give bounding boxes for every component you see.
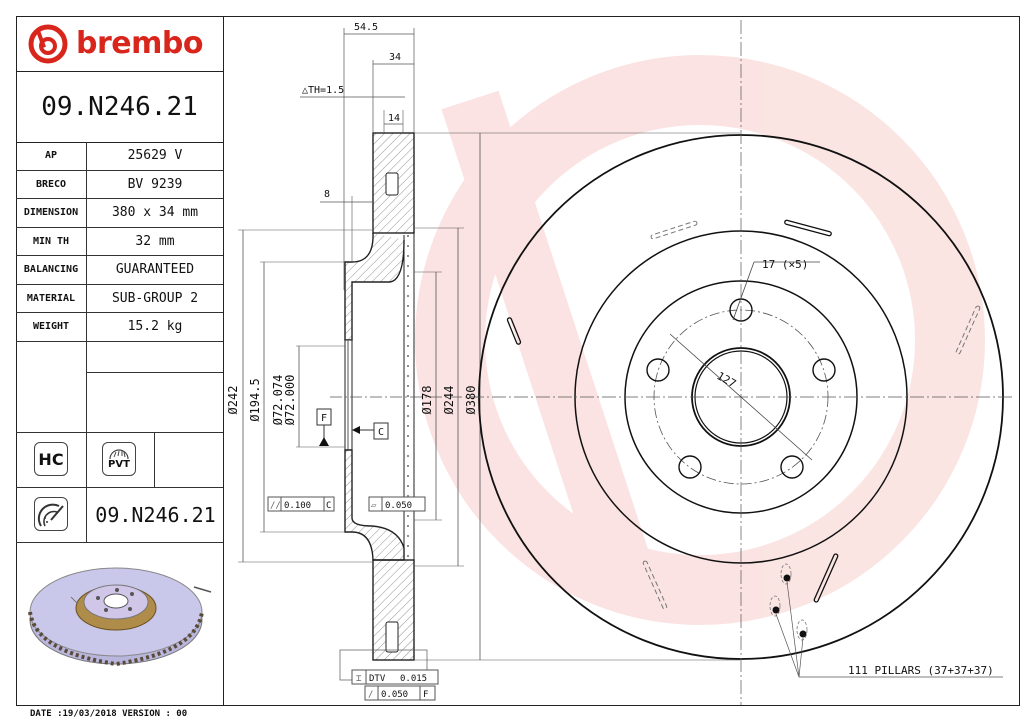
watermark-logo-icon — [415, 55, 985, 625]
technical-drawing: 54.5 34 △TH=1.5 14 8 Ø242 Ø194.5 Ø72.074… — [226, 20, 1015, 705]
spec-value: GUARANTEED — [86, 255, 223, 285]
bolt-hole — [780, 455, 804, 479]
dtv-value: 0.015 — [400, 674, 427, 684]
part-number-row: 09.N246.21 — [16, 487, 223, 543]
badge-row: HC PVT — [16, 432, 223, 488]
disc-3d-render — [16, 542, 223, 706]
hc-badge-icon: HC — [34, 442, 68, 476]
pillars-label: 111 PILLARS (37+37+37) — [848, 664, 994, 677]
drawing-frame — [16, 16, 1020, 706]
dia-178: Ø178 — [420, 386, 434, 415]
flatness-value: 0.050 — [385, 501, 412, 511]
spec-key: WEIGHT — [16, 312, 87, 342]
spec-value: 25629 V — [86, 142, 223, 171]
pvt-badge-icon: PVT — [102, 442, 136, 476]
brand-logo: brembo — [16, 16, 223, 72]
datum-f-label: F — [321, 413, 327, 424]
bolt-hole — [646, 358, 670, 382]
pillar-dot-icon — [783, 574, 791, 582]
spec-value: BV 9239 — [86, 170, 223, 199]
datum-c-label: C — [378, 427, 384, 438]
flatness-icon: ▱ — [371, 501, 377, 511]
disc-render-image — [28, 567, 212, 667]
pillar-dot-icon — [799, 630, 807, 638]
bolt-hole — [812, 358, 836, 382]
spec-key: DIMENSION — [16, 198, 87, 228]
dia-242: Ø242 — [226, 386, 240, 415]
dim-34: 34 — [389, 52, 401, 63]
part-number: 09.N246.21 — [16, 72, 223, 143]
spec-value: 15.2 kg — [86, 312, 223, 342]
brembo-logo-icon — [28, 24, 68, 63]
runout-icon: / — [368, 690, 373, 700]
dia-380: Ø380 — [464, 386, 478, 415]
spec-key: BALANCING — [16, 255, 87, 285]
dim-8: 8 — [324, 189, 330, 200]
dtv-icon: ⌶ — [356, 674, 362, 684]
disc-slot-icon — [34, 497, 68, 531]
bolt-hole — [678, 455, 702, 479]
pvt-badge-label: PVT — [108, 458, 130, 470]
runout-datum: F — [423, 690, 428, 700]
pcd-label: 127 — [715, 369, 739, 390]
spec-value: 32 mm — [86, 227, 223, 256]
spec-key: MIN TH — [16, 227, 87, 256]
pillar-dot-icon — [772, 606, 780, 614]
parallelism-icon: // — [270, 501, 281, 511]
spec-value: 380 x 34 mm — [86, 198, 223, 228]
bolt-hole-label: 17 (×5) — [762, 258, 808, 271]
spec-key: BRECO — [16, 170, 87, 199]
dia-72-000: Ø72.000 — [283, 375, 297, 426]
front-labels: 17 (×5) 127 111 PILLARS (37+37+37) — [715, 258, 994, 677]
spec-key: MATERIAL — [16, 284, 87, 313]
dim-54-5: 54.5 — [354, 22, 378, 33]
dia-194-5: Ø194.5 — [248, 378, 262, 421]
section-labels: 54.5 34 △TH=1.5 14 8 Ø242 Ø194.5 Ø72.074… — [226, 22, 478, 700]
dia-244: Ø244 — [442, 386, 456, 415]
parallelism-value: 0.100 — [284, 501, 311, 511]
dim-14: 14 — [388, 113, 400, 124]
date-version: DATE :19/03/2018 VERSION : 00 — [30, 709, 188, 719]
front-view — [470, 20, 1015, 705]
spec-value: SUB-GROUP 2 — [86, 284, 223, 313]
parallelism-datum: C — [326, 501, 331, 511]
section-view — [238, 28, 740, 701]
pillar-vent-icon — [109, 448, 129, 459]
runout-value: 0.050 — [381, 690, 408, 700]
hc-badge-label: HC — [38, 449, 64, 469]
blank-cells — [16, 322, 223, 433]
part-number-secondary: 09.N246.21 — [95, 502, 216, 527]
brand-name: brembo — [76, 26, 203, 61]
dtv-label: DTV — [369, 674, 386, 684]
dia-72-074: Ø72.074 — [271, 375, 285, 426]
delta-th: △TH=1.5 — [302, 85, 344, 96]
spec-key: AP — [16, 142, 87, 171]
